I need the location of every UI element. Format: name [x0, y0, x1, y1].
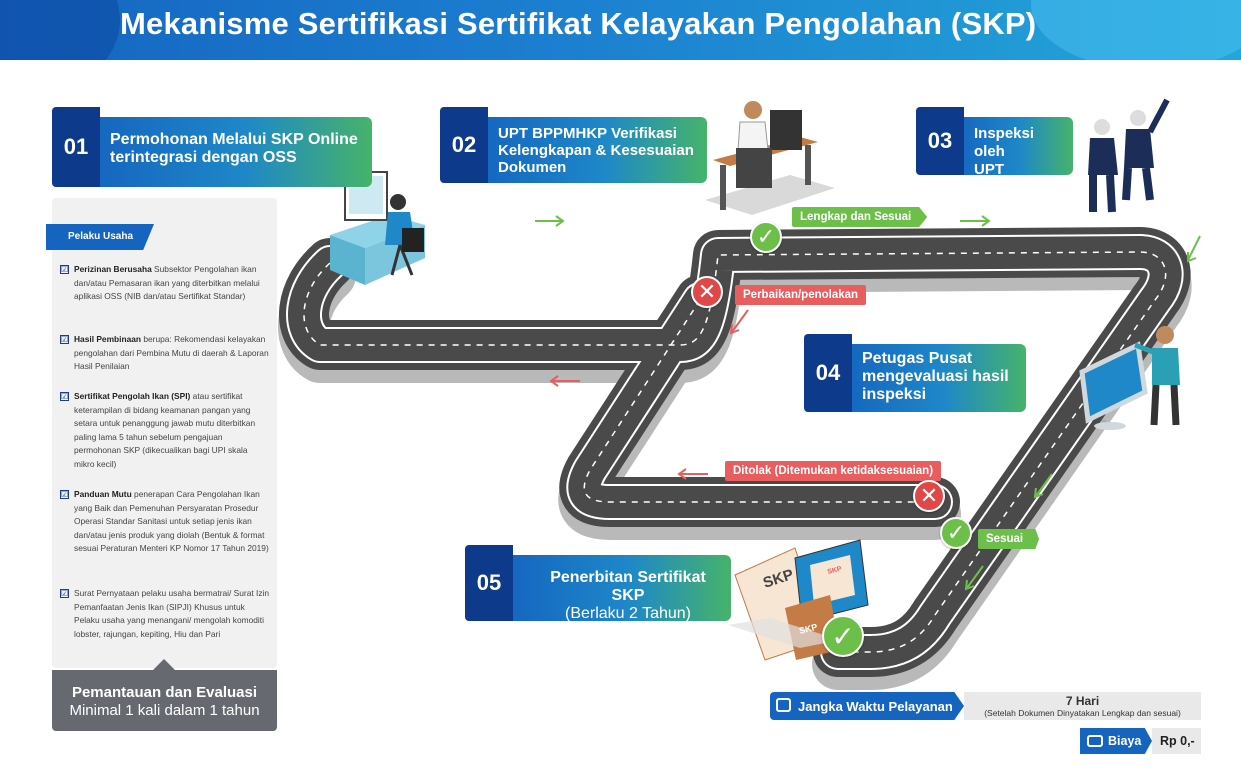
label-lengkap: Lengkap dan Sesuai — [792, 207, 928, 227]
road-center-line — [303, 251, 1167, 653]
step-01: Permohonan Melalui SKP Online terintegra… — [52, 107, 372, 187]
header-decoration — [0, 0, 120, 60]
step-text: mengevaluasi hasil — [862, 368, 1009, 385]
step-text: Dokumen — [498, 159, 567, 176]
check-icon: ✓ — [822, 615, 864, 657]
arrow-down-left-icon — [964, 235, 1201, 591]
cross-icon: ✕ — [691, 276, 723, 308]
step-label: Penerbitan Sertifikat SKP (Berlaku 2 Tah… — [505, 555, 731, 622]
arrow-red-icon — [549, 309, 749, 480]
checkbox-icon: ☑ — [60, 265, 69, 274]
office-desk-illustration — [705, 101, 835, 215]
step-text: UPT BPPMHKP — [974, 161, 1050, 196]
service-time-value: 7 Hari (Setelah Dokumen Dinyatakan Lengk… — [964, 692, 1201, 720]
label-ditolak: Ditolak (Ditemukan ketidaksesuaian) — [725, 461, 942, 481]
step-text: Penerbitan Sertifikat SKP — [550, 569, 706, 604]
service-time-label: Jangka Waktu Pelayanan — [770, 692, 964, 720]
step-label: UPT BPPMHKP Verifikasi Kelengkapan & Kes… — [480, 117, 707, 183]
requirement-item: ☑ Perizinan Berusaha Subsektor Pengolaha… — [60, 263, 270, 304]
step-04: Petugas Pusat mengevaluasi hasil inspeks… — [804, 334, 1026, 412]
check-icon: ✓ — [940, 517, 972, 549]
certificate-label: SKP — [827, 566, 843, 576]
cost-label: Biaya — [1080, 728, 1152, 754]
inspectors-illustration — [1088, 98, 1170, 213]
checkbox-icon: ☑ — [60, 490, 69, 499]
step-text: Petugas Pusat — [862, 350, 973, 367]
cross-icon: ✕ — [913, 480, 945, 512]
step-text: (Berlaku 2 Tahun) — [565, 605, 691, 622]
requirement-item: ☑ Panduan Mutu penerapan Cara Pengolahan… — [60, 488, 270, 556]
requirement-item: ☑ Surat Pernyataan pelaku usaha bermatra… — [60, 587, 270, 641]
step-text: inspeksi — [862, 386, 927, 403]
requirements-panel — [52, 198, 277, 668]
requirement-text: Surat Pernyataan pelaku usaha bermatrai/… — [74, 588, 270, 639]
service-time: Jangka Waktu Pelayanan 7 Hari (Setelah D… — [770, 692, 1201, 720]
step-text: Inspeksi oleh — [974, 125, 1035, 160]
step-text: Kelengkapan & Kesesuaian — [498, 142, 694, 159]
step-text: UPT BPPMHKP Verifikasi — [498, 125, 677, 142]
cost: Biaya Rp 0,- — [1080, 728, 1201, 754]
panel-tag: Pelaku Usaha — [46, 224, 154, 250]
arrow-right-icon — [535, 215, 991, 227]
step-number: 05 — [465, 545, 513, 621]
header-decoration — [1031, 0, 1241, 60]
desk-illustration — [330, 171, 425, 285]
cost-text: Biaya — [1108, 734, 1142, 748]
checkbox-icon: ☑ — [60, 589, 69, 598]
label-perbaikan: Perbaikan/penolakan — [735, 285, 867, 305]
step-02: UPT BPPMHKP Verifikasi Kelengkapan & Kes… — [440, 107, 707, 183]
requirement-item: ☑ Hasil Pembinaan berupa: Rekomendasi ke… — [60, 333, 270, 374]
service-time-text: Jangka Waktu Pelayanan — [798, 699, 953, 714]
requirement-title: Perizinan Berusaha — [74, 264, 152, 274]
checkbox-icon: ☑ — [60, 392, 69, 401]
step-label: Petugas Pusat mengevaluasi hasil inspeks… — [844, 344, 1026, 412]
step-number: 02 — [440, 107, 488, 183]
step-number: 04 — [804, 334, 852, 412]
requirement-text: atau sertifikat keterampilan di bidang k… — [74, 391, 256, 469]
money-icon — [1087, 735, 1103, 747]
requirement-text: berupa: Rekomendasi kelayakan pengolahan… — [74, 334, 269, 372]
monitoring-title: Pemantauan dan Evaluasi — [71, 684, 258, 701]
checkbox-icon: ☑ — [60, 335, 69, 344]
monitoring-box: Pemantauan dan Evaluasi Minimal 1 kali d… — [52, 670, 277, 731]
label-sesuai: Sesuai — [978, 529, 1040, 549]
step-label: Inspeksi oleh UPT BPPMHKP — [956, 117, 1073, 196]
road-center-line — [583, 299, 935, 503]
step-number: 01 — [52, 107, 100, 187]
certificate-label: SKP — [798, 622, 818, 636]
step-label: Permohonan Melalui SKP Online terintegra… — [92, 117, 372, 187]
requirement-title: Hasil Pembinaan — [74, 334, 142, 344]
monitoring-subtitle: Minimal 1 kali dalam 1 tahun — [69, 702, 260, 719]
requirement-text: penerapan Cara Pengolahan Ikan yang Baik… — [74, 489, 269, 554]
check-icon: ✓ — [750, 221, 782, 253]
requirement-text: Subsektor Pengolahan ikan dan/atau Pemas… — [74, 264, 260, 302]
panel-pointer — [152, 659, 176, 671]
calendar-icon — [776, 698, 791, 712]
step-05: Penerbitan Sertifikat SKP (Berlaku 2 Tah… — [465, 545, 731, 622]
header-banner: Mekanisme Sertifikasi Sertifikat Kelayak… — [0, 0, 1241, 60]
requirement-title: Panduan Mutu — [74, 489, 132, 499]
step-text: Permohonan Melalui SKP Online — [110, 131, 358, 148]
step-number: 03 — [916, 107, 964, 175]
requirement-item: ☑ Sertifikat Pengolah Ikan (SPI) atau se… — [60, 390, 270, 472]
service-note: (Setelah Dokumen Dinyatakan Lengkap dan … — [984, 708, 1181, 718]
service-days: 7 Hari — [1065, 694, 1100, 708]
requirement-title: Sertifikat Pengolah Ikan (SPI) — [74, 391, 191, 401]
page-title: Mekanisme Sertifikasi Sertifikat Kelayak… — [120, 6, 1037, 41]
step-03: Inspeksi oleh UPT BPPMHKP 03 — [916, 107, 1073, 196]
step-text: terintegrasi dengan OSS — [110, 149, 297, 166]
cost-value: Rp 0,- — [1152, 728, 1201, 754]
certificate-illustration — [728, 539, 869, 661]
presenter-illustration — [1079, 326, 1180, 430]
